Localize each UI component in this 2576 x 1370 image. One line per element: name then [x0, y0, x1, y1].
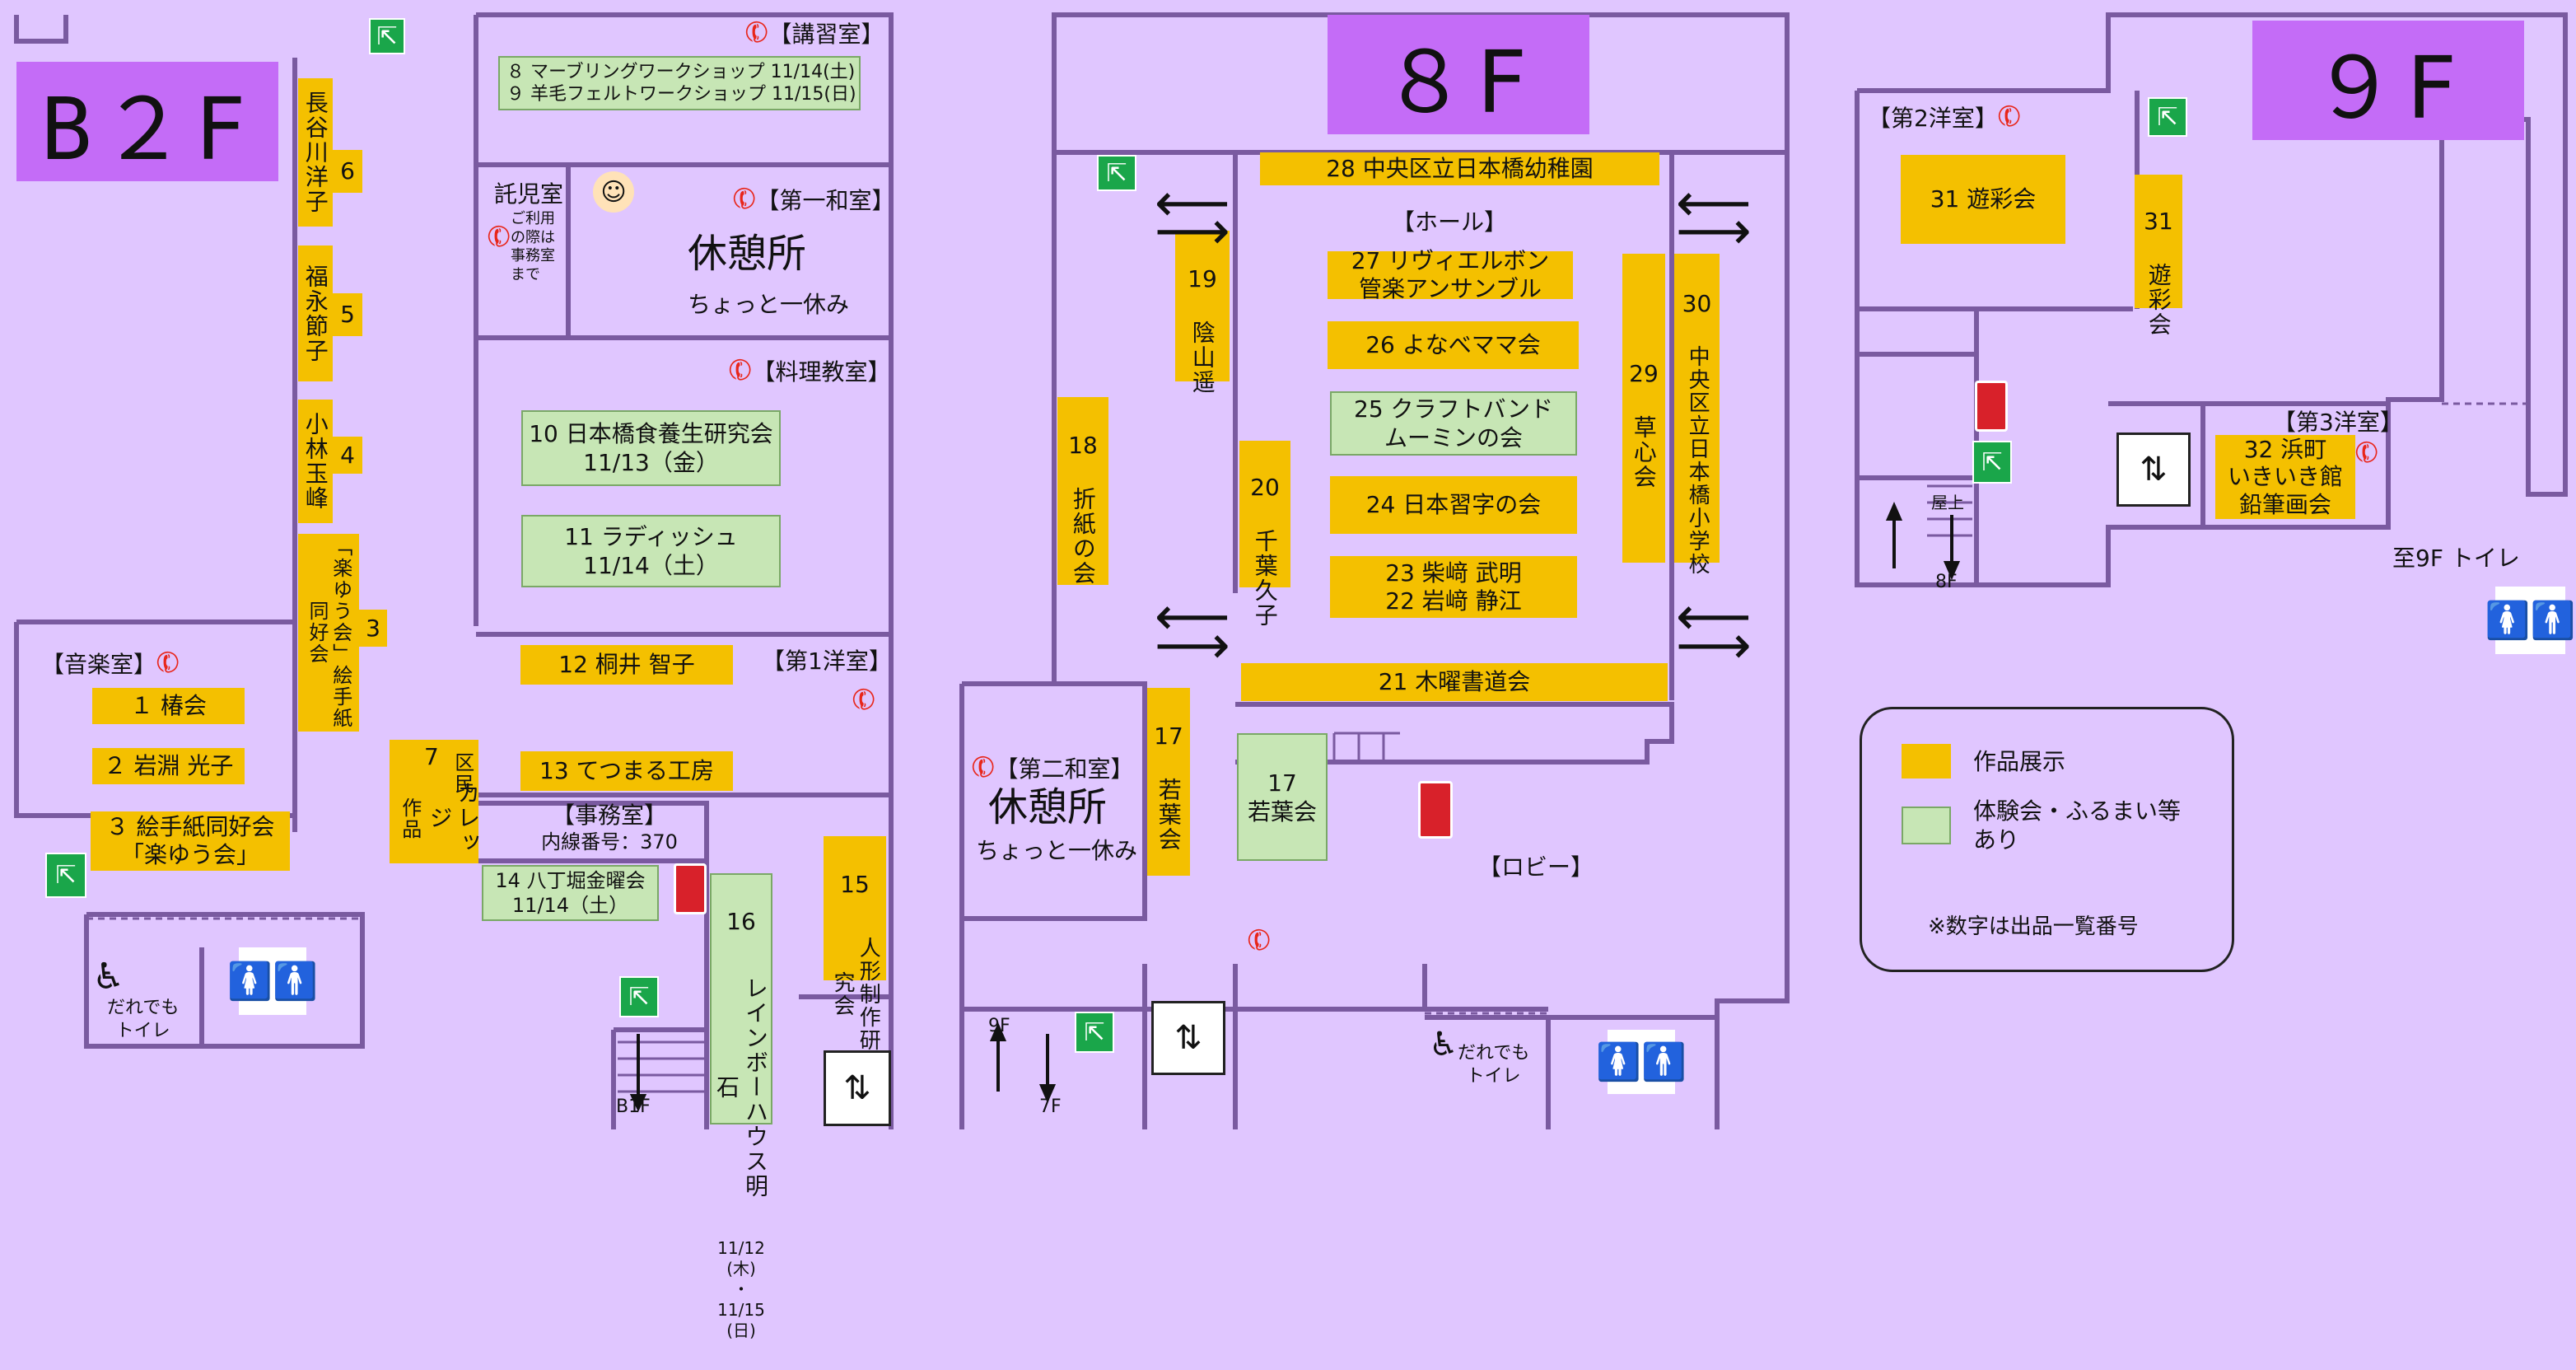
workshop-marbling: ８ マーブリングワークショップ 11/14(土) ９ 羊毛フェルトワークショップ… — [498, 56, 861, 110]
stairs-9f: 9F — [988, 1016, 1010, 1036]
room-ryori: ✆【料理教室】 — [722, 350, 891, 391]
room-dai2-yoshitsu: 【第2洋室】✆ — [1868, 96, 2028, 138]
vending-machine-icon — [1975, 381, 2008, 432]
exhibit-nihon-shuji: 24 日本習字の会 — [1330, 476, 1577, 534]
baby-icon: ☺ — [593, 171, 634, 213]
f8-kyukei-sub: ちょっと一休み — [976, 837, 1138, 864]
room-dai3-yoshitsu: 【第3洋室】 — [2273, 409, 2403, 436]
exhibit-hamacho: 32 浜町 いきいき館 鉛筆画会 — [2215, 435, 2355, 519]
emergency-exit-icon: ⇱ — [2148, 97, 2187, 137]
exhibit-kirii: 12 桐井 智子 — [520, 645, 733, 685]
exhibit-ningyo: 15 人形制作研究会 — [824, 836, 886, 1052]
exhibit-yonabe: 26 よなべママ会 — [1328, 321, 1579, 369]
emergency-exit-icon: ⇱ — [1972, 441, 2012, 484]
exhibit-soshin: 29 草心会 — [1622, 254, 1665, 563]
kyukei-title: 休憩所 — [688, 231, 807, 277]
arrow-right-icon: ⟶ — [1155, 201, 1230, 262]
stairs-okujo: 屋上 — [1931, 493, 1964, 512]
workshop-rainbow: 16 レインボーハウス明石 11/12 (木) ・ 11/15 (日) — [710, 873, 772, 1340]
room-daiichi-washitsu: ✆【第一和室】 — [726, 179, 895, 220]
stairs-7f: 7F — [1039, 1096, 1062, 1117]
exhibit-label-5: 5 — [333, 293, 362, 336]
exhibit-tsubaki: １ 椿会 — [92, 688, 245, 724]
takuji-title: 託児室 — [494, 180, 564, 208]
room-daiichi-yoshitsu: 【第1洋室】 — [762, 648, 892, 675]
restroom-icon: 🚺🚹 — [1596, 1030, 1687, 1094]
room-takuji: 託児室 ☺ ご利用の際は 事務室まで ✆ — [478, 165, 634, 283]
emergency-exit-icon: ⇱ — [1075, 1012, 1114, 1053]
floor-label-8f: ８F — [1328, 15, 1589, 134]
toilet-label: だれでも トイレ — [107, 998, 180, 1041]
emergency-exit-icon: ⇱ — [369, 18, 405, 54]
f8-toilet-label: だれでも トイレ — [1458, 1043, 1530, 1087]
legend-swatch-experience — [1902, 807, 1951, 844]
emergency-exit-icon: ⇱ — [619, 976, 659, 1017]
takuji-note: ご利用の際は 事務室まで — [511, 210, 555, 283]
exhibit-college: 7 カレッジ 区民 作品 — [390, 740, 481, 863]
legend-note: ※数字は出品一覧番号 — [1928, 914, 2139, 939]
exhibit-wakaba: 17 若葉会 — [1147, 688, 1190, 876]
stairs-8f: 8F — [1935, 572, 1958, 592]
arrow-right-icon: ⟶ — [1155, 615, 1230, 676]
exhibit-chiba: 20 千葉久子 — [1239, 441, 1290, 628]
exhibit-origami: 18 折紙の会 — [1057, 397, 1108, 586]
wheelchair-icon: ♿ — [1429, 1026, 1458, 1064]
exhibit-tetsumaru: 13 てつまる工房 — [520, 751, 733, 791]
workshop-craft: 25 クラフトバンド ムーミンの会 — [1330, 391, 1577, 456]
elevator-icon: ⇅ — [2116, 433, 2191, 507]
arrow-right-icon: ⟶ — [1676, 201, 1752, 262]
exhibit-fukunaga: 福永節子 — [298, 245, 333, 381]
stairs-b1f: B1F — [616, 1096, 651, 1117]
college-num: 7 — [424, 743, 439, 770]
exhibit-yusai: 31 遊彩会 — [1901, 155, 2065, 244]
floor-label-9f: ９F — [2252, 21, 2524, 140]
exhibit-iwabuchi: ２ 岩淵 光子 — [92, 748, 245, 784]
kyukei-sub: ちょっと一休み — [688, 291, 850, 318]
exhibit-yusai-v: 31 遊彩会 — [2135, 175, 2182, 337]
exhibit-etegami: 「楽ゆう会」絵手紙同好会 — [298, 534, 359, 732]
workshop-hatchobori: 14 八丁堀金曜会 11/14（土） — [482, 865, 659, 921]
legend-swatch-exhibit — [1902, 744, 1951, 779]
emergency-exit-icon: ⇱ — [1097, 155, 1136, 191]
room-jimu: 【事務室】 内線番号：370 — [541, 802, 678, 853]
exhibit-revelbon: 27 リヴィエルボン 管楽アンサンブル — [1328, 247, 1573, 302]
workshop-wakaba: 17 若葉会 — [1237, 733, 1328, 861]
room-ongaku: 【音楽室】✆ — [41, 643, 186, 684]
wheelchair-icon: ♿ — [92, 956, 125, 998]
exhibit-etegami-3: ３ 絵手紙同好会 「楽ゆう会」 — [91, 811, 290, 871]
exhibit-label-6: 6 — [333, 150, 362, 193]
legend-experience: 体験会・ふるまい等 あり — [1973, 797, 2182, 853]
elevator-icon: ⇅ — [1151, 1001, 1225, 1075]
room-hall: 【ホール】 — [1392, 208, 1508, 236]
exhibit-label-4: 4 — [333, 437, 362, 474]
exhibit-kageyama: 19 陰山遥 — [1175, 231, 1230, 395]
exhibit-shibazaki: 23 柴﨑 武明 22 岩﨑 静江 — [1330, 556, 1577, 618]
room-lobby: 【ロビー】 — [1478, 853, 1594, 881]
room-koushu: ✆【講習室】 — [739, 12, 884, 54]
legend-exhibit: 作品展示 — [1973, 748, 2066, 775]
f8-kyukei-title: 休憩所 — [988, 784, 1108, 830]
vending-machine-icon — [1418, 781, 1453, 839]
exhibit-yamakawa: 長谷川洋子 — [298, 78, 333, 227]
workshop-nihonbashi-shoku: 10 日本橋食養生研究会 11/13（金） — [521, 410, 781, 486]
room-dai2-washitsu: ✆【第二和室】 — [965, 747, 1134, 788]
workshop-radish: 11 ラディッシュ 11/14（土） — [521, 515, 781, 587]
legend: 作品展示 体験会・ふるまい等 あり ※数字は出品一覧番号 — [1860, 707, 2234, 972]
floor-map: B２F ８F ９F ✆【講習室】 ８ マーブリングワークショップ 11/14(土… — [14, 12, 2575, 1340]
vending-machine-icon — [674, 863, 707, 914]
restroom-icon: 🚺🚹 — [227, 947, 318, 1015]
floor-label-b2f: B２F — [16, 62, 278, 181]
emergency-exit-icon: ⇱ — [45, 853, 86, 898]
exhibit-youchien: 28 中央区立日本橋幼稚園 — [1260, 152, 1659, 185]
exhibit-kobayashi: 小林玉峰 — [298, 400, 333, 523]
exhibit-label-3: 3 — [359, 610, 387, 647]
exhibit-mokuyo: 21 木曜書道会 — [1241, 663, 1668, 701]
elevator-icon: ⇅ — [824, 1050, 891, 1126]
restroom-icon: 🚺🚹 — [2485, 587, 2575, 654]
exhibit-shogakko: 30 中央区立日本橋小学校 — [1674, 254, 1720, 576]
arrow-right-icon: ⟶ — [1676, 615, 1752, 676]
toilet-note: 至9F トイレ — [2392, 545, 2520, 572]
